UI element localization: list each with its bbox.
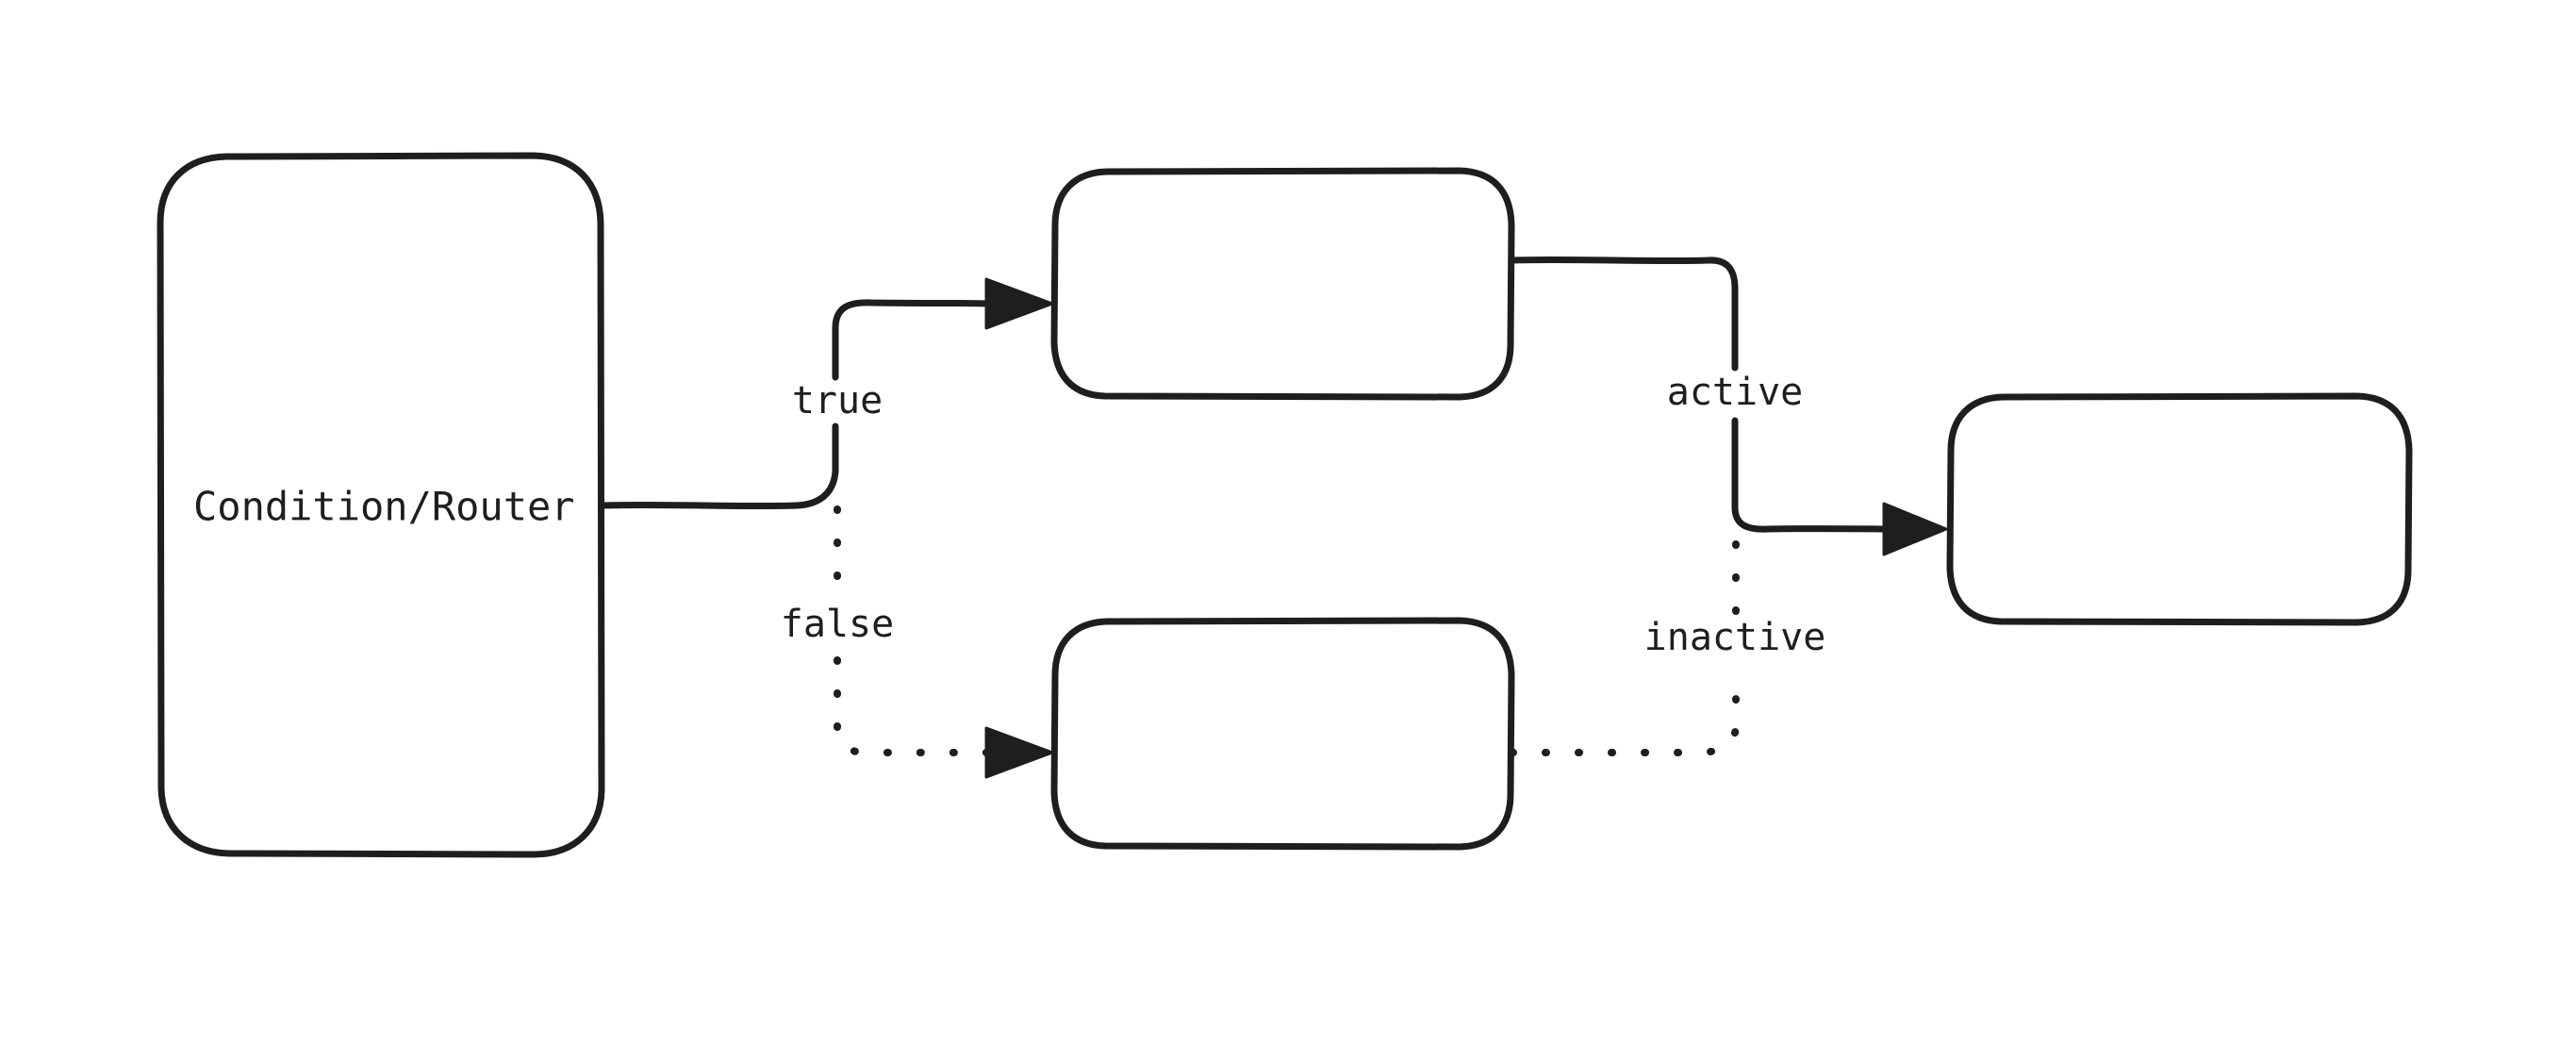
node-true-branch[interactable] [1050,167,1515,401]
edge-false-path-lower [834,656,994,757]
node-true-branch-shape [1050,167,1515,401]
edge-true[interactable]: true [792,277,1054,422]
node-condition-router-label: Condition/Router [193,484,575,530]
edge-label-true: true [792,379,883,422]
edge-inactive[interactable]: inactive [1509,530,1826,757]
edge-false[interactable]: false [781,505,1054,779]
edge-false-arrowhead [984,726,1054,779]
node-false-branch-shape [1050,617,1515,851]
node-condition-router-shape [157,152,605,858]
edge-active-path-lower [1731,417,1890,533]
edge-label-active: active [1667,371,1804,414]
edge-active-arrowhead [1882,502,1948,556]
edge-inactive-path-lower [1509,668,1740,757]
edge-active-path-upper [1509,256,1739,372]
edge-true-path [832,299,992,381]
node-condition-router[interactable]: Condition/Router [157,152,605,858]
edge-trunk [600,422,839,510]
edge-trunk-path [600,422,839,510]
node-merge-shape [1946,392,2413,626]
edge-label-inactive: inactive [1644,616,1826,659]
edge-label-false: false [781,603,894,646]
edge-active[interactable]: active [1509,256,1948,556]
edge-true-arrowhead [984,277,1054,330]
node-false-branch[interactable] [1050,617,1515,851]
node-merge[interactable] [1946,392,2413,626]
